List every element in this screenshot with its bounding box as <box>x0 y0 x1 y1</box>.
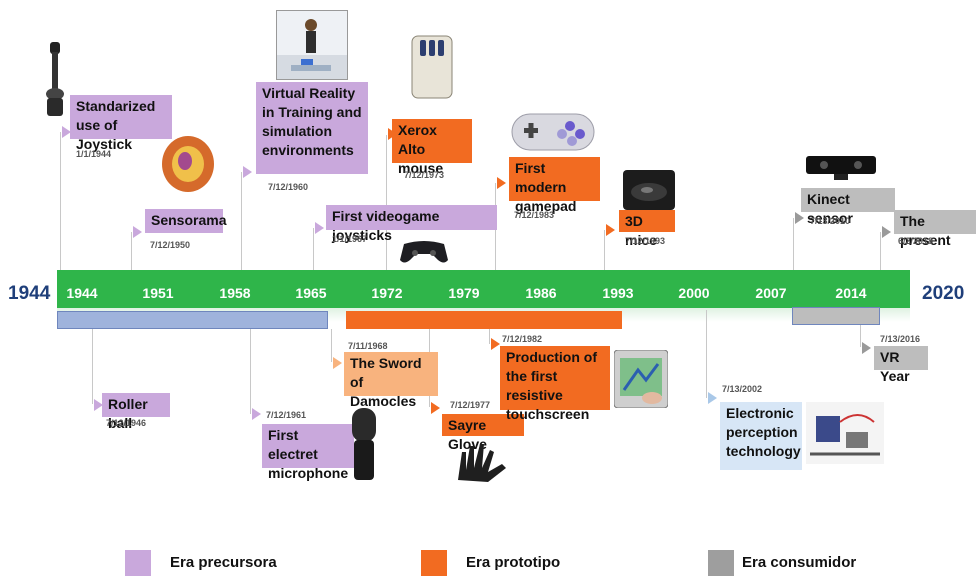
legend-label-precursor: Era precursora <box>170 554 277 571</box>
event-electronic-perception-date: 7/13/2002 <box>722 384 763 394</box>
event-vr-training-date: 7/12/1960 <box>268 182 309 192</box>
microphone-image <box>348 408 380 482</box>
event-electronic-perception-label: Electronic perception technology <box>720 402 802 470</box>
event-electret-mic-label: First electret microphone <box>262 424 354 481</box>
event-pointer <box>94 399 103 411</box>
event-touchscreen-date: 7/12/1982 <box>502 334 543 344</box>
connector-line <box>604 230 605 270</box>
event-videogame-joysticks-label: First videogame joysticks <box>326 205 497 243</box>
legend-label-consumer: Era consumidor <box>742 554 857 571</box>
event-sayre-glove-date: 7/12/1977 <box>450 400 491 410</box>
event-electret-mic-date: 7/12/1961 <box>266 410 307 420</box>
event-vr-training-label: Virtual Reality in Training and simulati… <box>256 82 368 174</box>
event-3d-mice-date: 7/12/1993 <box>625 236 666 246</box>
event-kinect-label: Kinect sensor <box>801 188 895 226</box>
connector-line <box>386 135 387 270</box>
event-xerox-mouse-date: 7/12/1973 <box>404 170 445 180</box>
tick-label: 1986 <box>525 285 557 301</box>
vr-training-image <box>276 10 348 80</box>
legend-swatch-precursor <box>125 550 151 576</box>
gamepad-image <box>510 106 596 156</box>
event-joystick-date: 1/1/1944 <box>76 149 112 159</box>
xerox-mouse-image <box>408 30 456 102</box>
precursor-era-bar <box>57 311 328 329</box>
event-present-date: 6/2/2018 <box>898 236 934 246</box>
ps-controller-image <box>398 236 450 266</box>
connector-line <box>706 310 707 398</box>
legend-label-prototype: Era prototipo <box>466 554 561 571</box>
connector-line <box>313 228 314 270</box>
timeline-start-label: 1944 <box>8 283 51 304</box>
event-pointer <box>315 222 324 234</box>
tick-label: 1958 <box>219 285 251 301</box>
connector-line <box>241 172 242 270</box>
event-pointer <box>491 338 500 350</box>
tick-label: 1979 <box>448 285 480 301</box>
event-pointer <box>333 357 342 369</box>
legend-swatch-prototype <box>421 550 447 576</box>
prototype-era-bar <box>346 311 622 329</box>
event-sword-damocles-date: 7/11/1968 <box>348 341 388 351</box>
event-pointer <box>243 166 252 178</box>
tick-label: 2014 <box>835 285 867 301</box>
event-kinect-date: 7/13/2010 <box>810 216 851 226</box>
sensorama-image <box>161 135 215 193</box>
connector-line <box>331 329 332 362</box>
kinect-image <box>806 152 876 182</box>
event-roller-ball-date: 7/12/1946 <box>106 418 147 428</box>
connector-line <box>250 329 251 414</box>
event-joystick-label: Standarized use of Joystick <box>70 95 172 152</box>
event-vr-year-label: VR Year <box>874 346 928 384</box>
event-sensorama-date: 7/12/1950 <box>150 240 191 250</box>
event-gamepad-date: 7/12/1983 <box>514 210 555 220</box>
glove-image <box>452 440 510 484</box>
event-3d-mice-label: 3D mice <box>619 210 675 248</box>
event-sensorama-label: Sensorama <box>145 209 226 233</box>
event-vr-year-date: 7/13/2016 <box>880 334 921 344</box>
event-pointer <box>133 226 142 238</box>
tick-label: 2000 <box>678 285 710 301</box>
event-pointer <box>62 126 71 138</box>
connector-line <box>60 132 61 270</box>
event-present-label: The present <box>894 210 976 248</box>
event-touchscreen-label: Production of the first resistive touchs… <box>500 346 610 422</box>
timeline-axis <box>57 270 910 308</box>
event-pointer <box>862 342 871 354</box>
connector-line <box>793 218 794 270</box>
event-sword-damocles-label: The Sword of Damocles <box>344 352 438 409</box>
timeline-end-label: 2020 <box>922 283 965 304</box>
electronic-perception-image <box>806 402 884 464</box>
event-pointer <box>708 392 717 404</box>
event-pointer <box>795 212 804 224</box>
connector-line <box>860 325 861 347</box>
tick-label: 1944 <box>66 285 98 301</box>
event-gamepad-label: First modern gamepad <box>509 157 600 214</box>
event-pointer <box>882 226 891 238</box>
connector-line <box>131 232 132 270</box>
event-xerox-mouse-label: Xerox Alto mouse <box>392 119 472 176</box>
touchscreen-image <box>613 349 669 409</box>
tick-label: 1965 <box>295 285 327 301</box>
tick-label: 2007 <box>755 285 787 301</box>
event-pointer <box>431 402 440 414</box>
connector-line <box>92 329 93 404</box>
consumer-era-bar <box>792 307 880 325</box>
event-videogame-joysticks-date: 1/1/1967 <box>332 234 368 244</box>
connector-line <box>880 232 881 270</box>
tick-label: 1993 <box>602 285 634 301</box>
joystick-image <box>44 42 66 118</box>
legend-swatch-consumer <box>708 550 734 576</box>
event-pointer <box>497 177 506 189</box>
mice-3d-image <box>623 170 675 210</box>
event-sayre-glove-label: Sayre Glove <box>442 414 524 452</box>
event-pointer <box>606 224 615 236</box>
event-roller-ball-label: Roller ball <box>102 393 170 431</box>
tick-label: 1951 <box>142 285 174 301</box>
event-pointer <box>252 408 261 420</box>
tick-label: 1972 <box>371 285 403 301</box>
connector-line <box>489 329 490 344</box>
